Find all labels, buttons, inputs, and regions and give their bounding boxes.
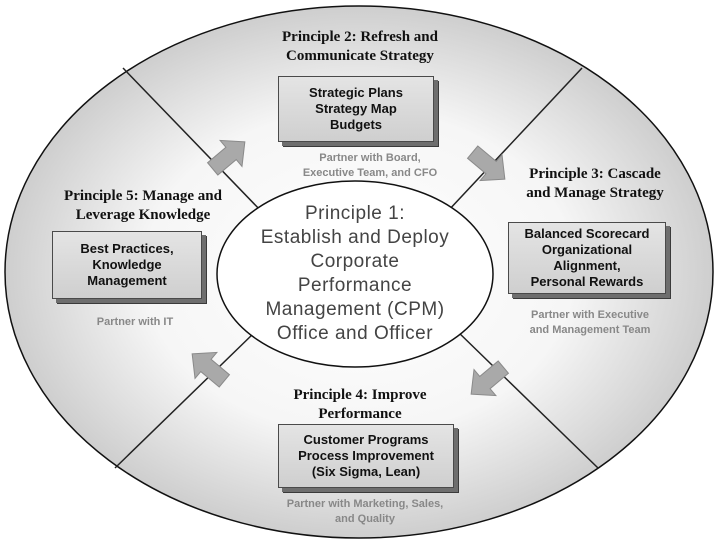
principle-2-box-line: Budgets — [330, 117, 382, 132]
principle-4-box-line: Customer Programs — [303, 432, 429, 447]
principle-2-box-line: Strategy Map — [315, 101, 397, 116]
principle-1-line: Office and Officer — [276, 323, 434, 344]
principle-4-box-line: (Six Sigma, Lean) — [311, 464, 421, 479]
principle-5-box-text: Best Practices, Knowledge Management — [80, 241, 173, 289]
principle-3-title-line: Principle 3: Cascade — [529, 166, 661, 182]
divider-top-right — [446, 67, 583, 213]
principle-4-partner-line: and Quality — [335, 513, 395, 525]
principle-1-line: Corporate — [310, 251, 400, 272]
principle-5-title-line: Principle 5: Manage and — [64, 188, 222, 204]
divider-bottom-left — [114, 331, 256, 469]
principle-1-line: Establish and Deploy — [260, 227, 450, 248]
principle-5-box-line: Management — [87, 273, 167, 288]
principle-1-line: Principle 1: — [305, 203, 405, 224]
principle-3-box-text: Balanced Scorecard Organizational Alignm… — [524, 226, 649, 290]
arrow-4-to-5 — [191, 351, 231, 388]
principle-3-partner-line: and Management Team — [529, 324, 651, 336]
center-ellipse — [216, 180, 494, 368]
principle-3-box-line: Organizational — [541, 242, 633, 257]
principle-2-title-line: Communicate Strategy — [286, 48, 434, 64]
principle-5-title: Principle 5: Manage and Leverage Knowled… — [48, 187, 238, 225]
principle-1-text: Principle 1: Establish and Deploy Corpor… — [232, 202, 478, 346]
principle-2-title: Principle 2: Refresh and Communicate Str… — [255, 28, 465, 66]
principle-4-partner-line: Partner with Marketing, Sales, — [286, 498, 444, 510]
principle-4-box-text: Customer Programs Process Improvement (S… — [298, 432, 434, 480]
principle-5-box-line: Best Practices, — [80, 241, 174, 256]
principle-2-partner-line: Partner with Board, — [319, 152, 421, 164]
principle-2-title-line: Principle 2: Refresh and — [282, 29, 438, 45]
principle-3-title-line: and Manage Strategy — [526, 185, 664, 201]
principle-4-title: Principle 4: Improve Performance — [265, 386, 455, 424]
principle-3-partner: Partner with Executive and Management Te… — [505, 308, 675, 338]
arrow-3-to-4 — [470, 360, 510, 397]
principle-5-title-line: Leverage Knowledge — [75, 207, 211, 223]
principle-4-title-line: Principle 4: Improve — [293, 387, 427, 403]
principle-5-partner: Partner with IT — [70, 315, 200, 330]
arrow-2-to-3 — [466, 145, 506, 182]
principle-4-box: Customer Programs Process Improvement (S… — [278, 424, 454, 488]
principle-4-partner: Partner with Marketing, Sales, and Quali… — [265, 497, 465, 527]
principle-1-line: Management (CPM) — [265, 299, 445, 320]
principle-2-box-line: Strategic Plans — [309, 85, 403, 100]
principle-3-box-line: Alignment, — [553, 258, 621, 273]
principle-2-box: Strategic Plans Strategy Map Budgets — [278, 76, 434, 142]
principle-1-line: Performance — [297, 275, 413, 296]
principle-3-box-line: Personal Rewards — [530, 274, 644, 289]
principle-5-partner-line: Partner with IT — [96, 316, 174, 328]
principle-2-partner: Partner with Board, Executive Team, and … — [285, 151, 455, 181]
principle-5-box-line: Knowledge — [92, 257, 162, 272]
principle-4-title-line: Performance — [318, 406, 402, 422]
divider-bottom-right — [455, 329, 599, 469]
principle-4-box-line: Process Improvement — [298, 448, 434, 463]
principle-3-box-line: Balanced Scorecard — [524, 226, 650, 241]
principle-3-box: Balanced Scorecard Organizational Alignm… — [508, 222, 666, 294]
principle-3-title: Principle 3: Cascade and Manage Strategy — [515, 165, 675, 203]
principle-3-partner-line: Partner with Executive — [531, 309, 649, 321]
principle-2-box-text: Strategic Plans Strategy Map Budgets — [309, 85, 403, 133]
principle-5-box: Best Practices, Knowledge Management — [52, 231, 202, 299]
principle-2-partner-line: Executive Team, and CFO — [302, 167, 438, 179]
divider-top-left — [122, 67, 263, 213]
arrow-5-to-2 — [206, 139, 246, 176]
